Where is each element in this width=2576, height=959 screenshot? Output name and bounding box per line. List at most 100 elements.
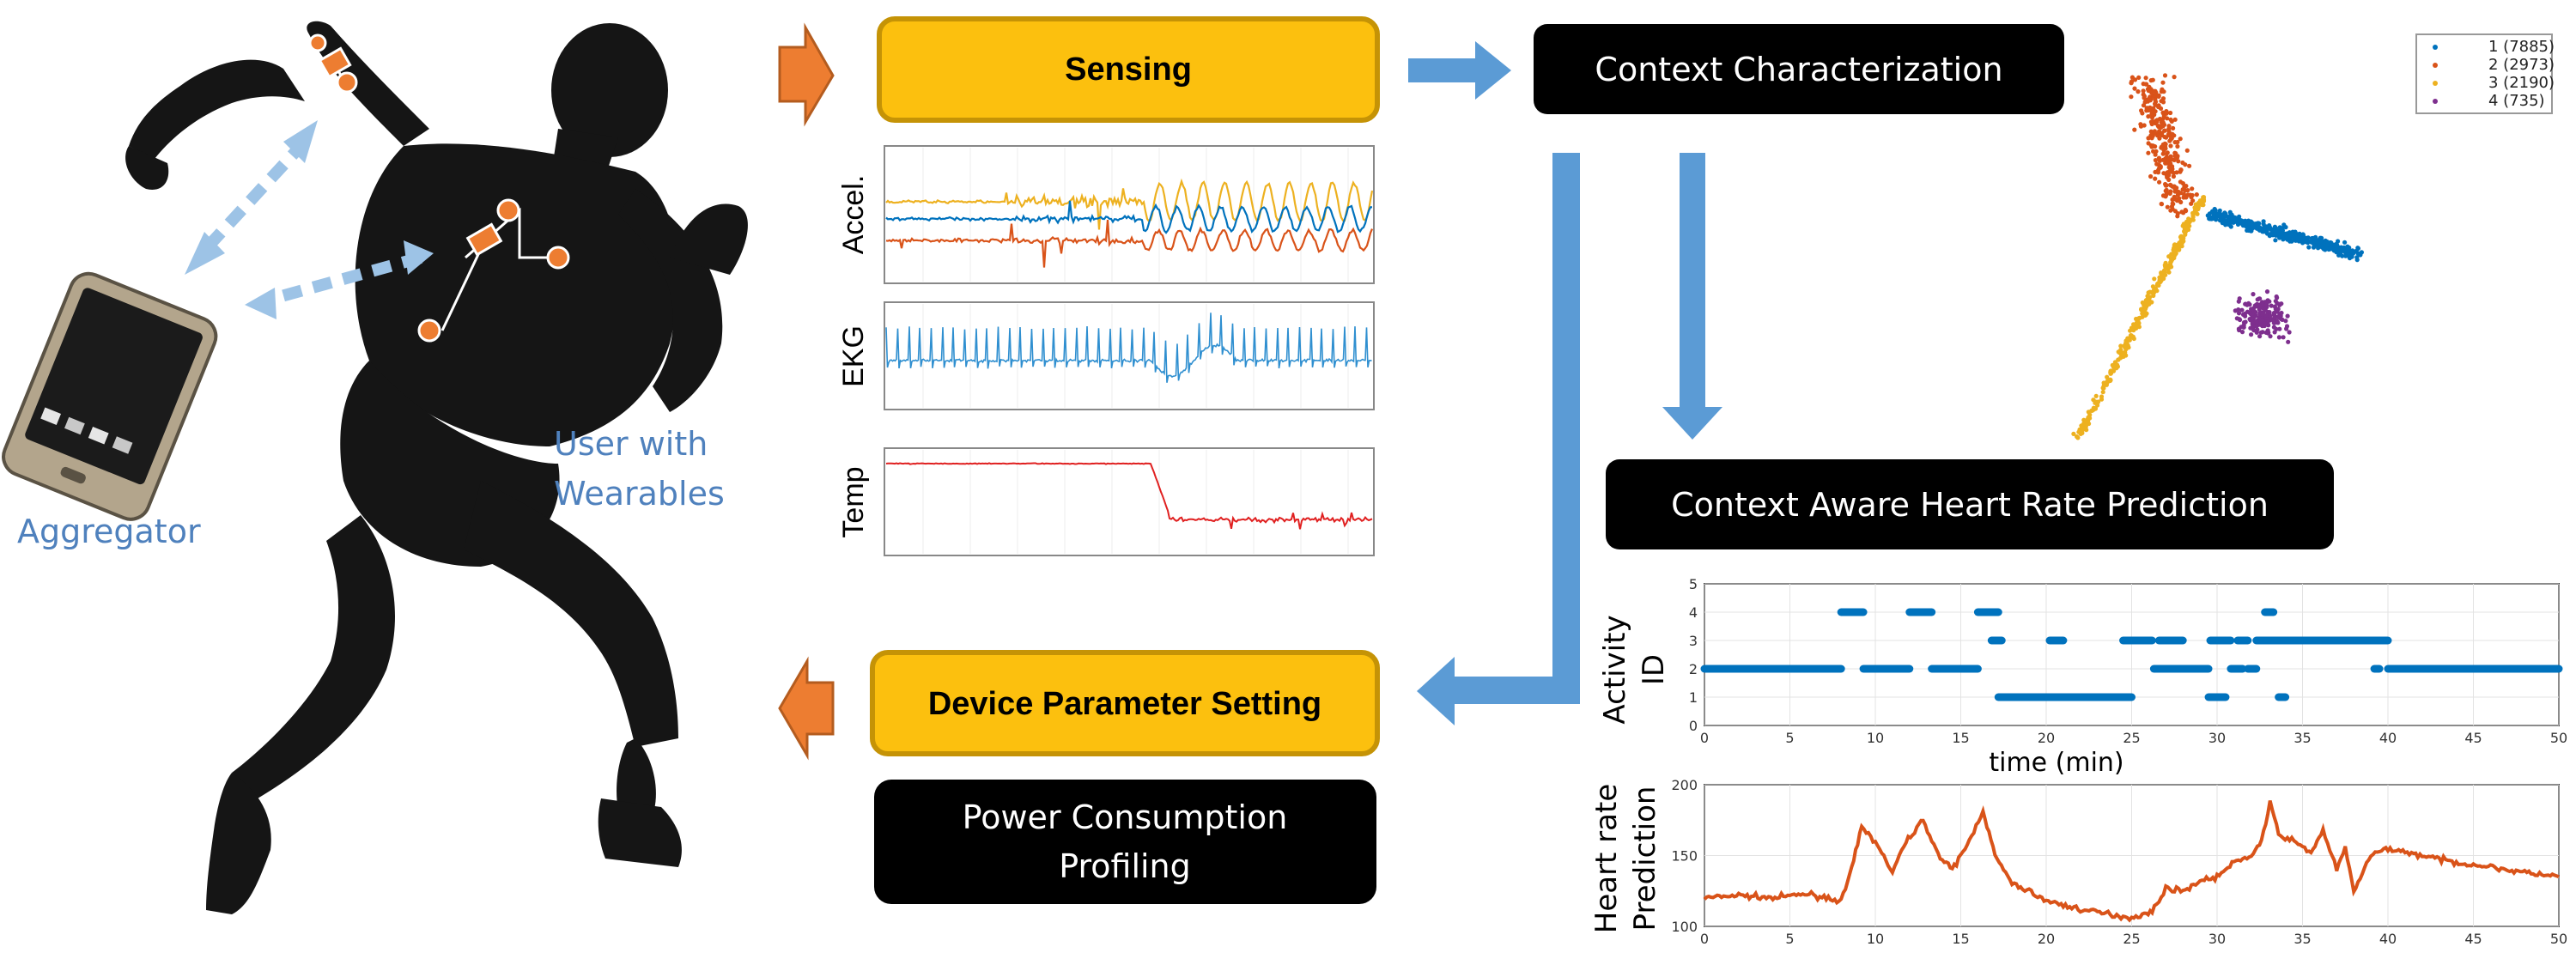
cluster-2-point [2153,176,2158,181]
cluster-2-point [2185,188,2190,193]
cluster-2-point [2160,80,2166,85]
activity-xtick: 30 [2208,730,2226,746]
cluster-4-point [2249,307,2254,312]
context-aware-hr-box[interactable]: Context Aware Heart Rate Prediction [1606,459,2334,549]
hr-xtick: 50 [2550,931,2567,947]
cluster-4-point [2249,332,2254,337]
cluster-4-point [2266,323,2271,328]
legend-marker [2433,63,2438,68]
cluster-2-point [2174,198,2180,203]
cluster-2-point [2171,202,2176,207]
cluster-4-point [2239,330,2245,335]
cluster-3-point [2172,242,2178,247]
activity-xtick: 0 [1700,730,1709,746]
cluster-2-point [2179,209,2184,215]
cluster-2-point [2168,143,2173,149]
power-label-line1: Power Consumption [963,798,1288,836]
cluster-2-point [2189,201,2194,206]
activity-ytick: 4 [1689,604,1698,621]
cluster-2-point [2170,164,2175,169]
cluster-1-point [2323,238,2328,243]
legend-marker [2433,81,2438,86]
accel-panel: Accel. [837,145,1375,284]
cluster-2-point [2190,192,2195,198]
cluster-2-point [2170,197,2175,203]
cluster-1-point [2254,226,2259,231]
cluster-2-point [2175,214,2180,219]
sensing-box[interactable]: Sensing [877,16,1380,123]
activity-xtick: 10 [1867,730,1884,746]
cluster-2-point [2153,109,2158,114]
cluster-4-point [2278,313,2283,319]
hr-xtick: 45 [2464,931,2482,947]
cluster-1-point [2245,228,2250,233]
hr-series-line [1703,800,2560,923]
cluster-2-point [2160,151,2166,156]
cluster-2-point [2165,204,2170,209]
cluster-2-point [2153,152,2158,157]
hr-ytick: 100 [1671,919,1698,935]
cluster-2-point [2140,111,2145,116]
cluster-3-point [2190,210,2196,215]
activity-xtick: 45 [2464,730,2482,746]
cluster-3-point [2118,355,2123,361]
hr-xtick: 35 [2293,931,2311,947]
cluster-2-point [2184,148,2190,153]
cluster-1-point [2213,208,2218,213]
cluster-4-point [2241,323,2246,328]
cluster-4-point [2258,330,2263,335]
cluster-2-point [2167,138,2172,143]
cluster-4-point [2254,324,2259,329]
cluster-3-point [2186,227,2191,233]
cluster-4-point [2255,297,2260,302]
cluster-2-point [2168,117,2173,122]
ekg-series-line [885,313,1372,383]
cluster-2-point [2132,127,2137,132]
cluster-4-point [2234,316,2239,321]
cluster-2-point [2180,181,2185,186]
cluster-3-point [2104,382,2109,387]
context-characterization-box[interactable]: Context Characterization [1534,24,2064,114]
cluster-3-point [2071,431,2076,436]
accel-label: Accel. [837,175,870,255]
cluster-2-point [2174,185,2179,191]
cluster-1-point [2311,245,2317,250]
cluster-2-point [2187,163,2192,168]
legend-entry: 2 (2973) [2488,56,2555,74]
cluster-2-point [2176,159,2181,164]
cluster-1-point [2263,224,2269,229]
cluster-3-point [2118,343,2123,349]
cluster-3-point [2132,325,2137,330]
cluster-1-point [2277,235,2282,240]
sensing-label: Sensing [1065,52,1192,88]
cluster-2-point [2142,95,2147,100]
context-characterization-label: Context Characterization [1595,51,2002,88]
cluster-1-point [2300,232,2306,237]
flow-arrow-context-to-hr [1662,153,1722,440]
cluster-3-point [2137,315,2142,320]
legend-entry: 3 (2190) [2488,74,2555,92]
cluster-2-point [2175,139,2180,145]
cluster-2-point [2165,170,2170,175]
activity-ylabel-line1: Activity [1598,615,1632,724]
cluster-2-point [2163,194,2168,199]
cluster-4-point [2236,307,2241,313]
cluster-2-point [2155,124,2160,129]
cluster-1-point [2249,228,2254,234]
cluster-2-point [2156,94,2161,99]
cluster-1-point [2256,221,2261,226]
cluster-1-point [2318,240,2324,245]
temp-label: Temp [837,466,870,537]
device-parameter-label: Device Parameter Setting [928,686,1321,722]
power-consumption-box[interactable]: Power Consumption Profiling [874,780,1376,904]
cluster-3-point [2159,276,2164,282]
cluster-1-point [2301,238,2306,243]
cluster-2-point [2160,157,2166,162]
hr-ylabel-line1: Heart rate [1589,784,1624,934]
cluster-4-point [2277,326,2282,331]
runner-silhouette-icon [125,21,748,914]
cluster-2-point [2171,173,2176,179]
hr-ylabel-line2: Prediction [1628,786,1662,932]
device-parameter-box[interactable]: Device Parameter Setting [870,650,1380,756]
